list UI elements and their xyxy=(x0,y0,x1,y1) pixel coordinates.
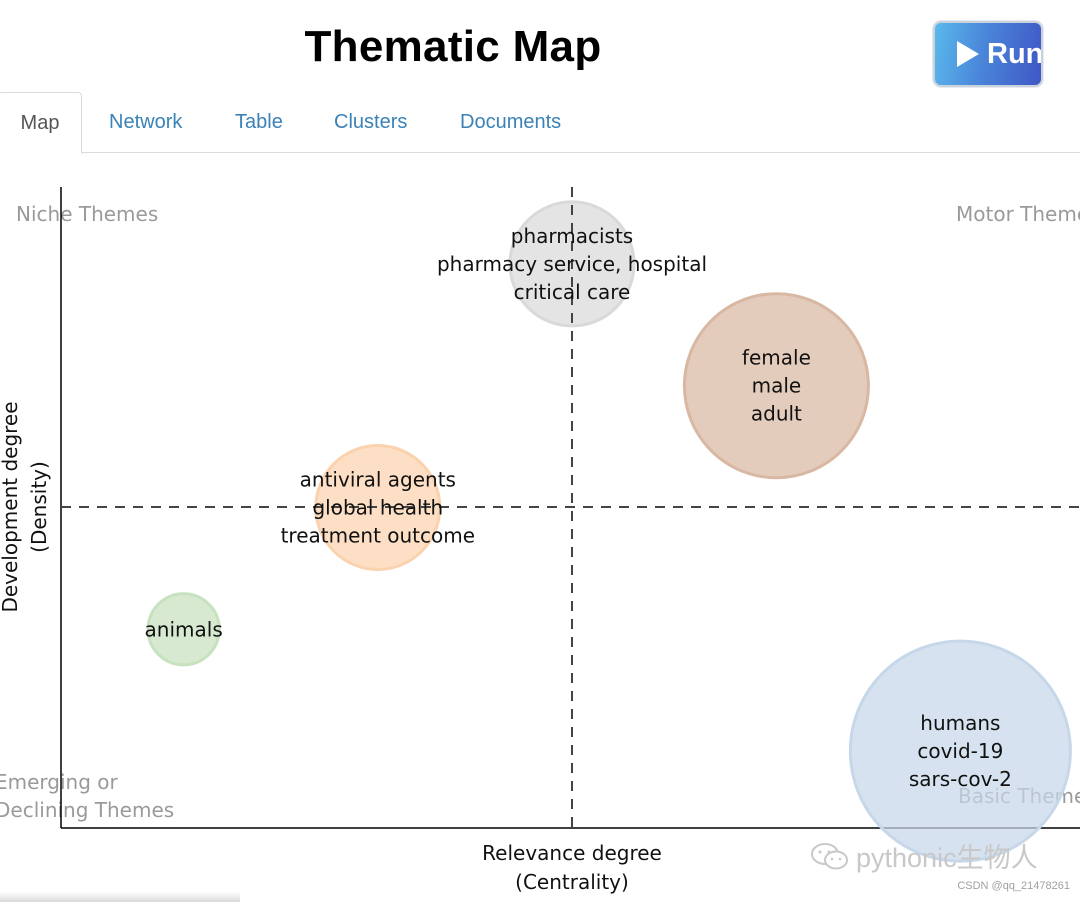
cluster-term-label: adult xyxy=(751,402,802,426)
play-icon xyxy=(955,39,981,69)
quadrant-label-emerging: Emerging or xyxy=(0,770,119,794)
cluster-term-label: global health xyxy=(312,496,443,520)
cluster-term-label: pharmacy service, hospital xyxy=(437,252,707,276)
tab-map[interactable]: Map xyxy=(0,92,82,154)
wechat-watermark: pythonic生物人 xyxy=(810,836,1038,875)
page-title: Thematic Map xyxy=(304,22,602,71)
cluster-term-label: pharmacists xyxy=(511,224,633,248)
quadrant-label-emerging: Declining Themes xyxy=(0,798,174,822)
csdn-watermark: CSDN @qq_21478261 xyxy=(957,880,1070,892)
quadrant-label-motor: Motor Themes xyxy=(956,202,1080,226)
cluster-term-label: sars-cov-2 xyxy=(909,767,1012,791)
wechat-watermark-text: pythonic生物人 xyxy=(856,843,1038,873)
cluster-term-label: antiviral agents xyxy=(300,468,456,492)
cluster-term-label: covid-19 xyxy=(917,739,1003,763)
cluster-term-label: humans xyxy=(920,711,1000,735)
y-axis-title: Development degree xyxy=(0,401,22,612)
cluster-term-label: critical care xyxy=(514,280,631,304)
wechat-icon xyxy=(810,841,850,871)
thematic-map-chart: Niche Themes Motor ThemesEmerging or Decli… xyxy=(0,187,1080,894)
tab-clusters[interactable]: Clusters xyxy=(334,111,408,133)
cluster-bubble[interactable] xyxy=(146,592,221,667)
quadrant-label-niche: Niche Themes xyxy=(16,202,158,226)
bottom-scroll-shadow xyxy=(0,892,240,902)
run-button[interactable]: Run xyxy=(933,21,1043,87)
run-button-label: Run xyxy=(987,37,1043,70)
cluster-bubble[interactable] xyxy=(848,639,1072,863)
x-axis-title: Relevance degree xyxy=(482,841,662,865)
tab-bar: Map Network Table Clusters Documents xyxy=(0,92,1080,154)
cluster-term-label: male xyxy=(752,374,802,398)
tab-documents[interactable]: Documents xyxy=(460,111,562,133)
x-axis-title: (Centrality) xyxy=(515,870,629,894)
cluster-term-label: treatment outcome xyxy=(281,524,475,548)
cluster-term-label: animals xyxy=(145,617,223,641)
tab-network[interactable]: Network xyxy=(109,111,183,133)
cluster-term-label: female xyxy=(742,346,811,370)
tab-table[interactable]: Table xyxy=(235,111,283,133)
cluster-bubble[interactable] xyxy=(682,292,870,480)
y-axis-title: (Density) xyxy=(27,461,51,553)
